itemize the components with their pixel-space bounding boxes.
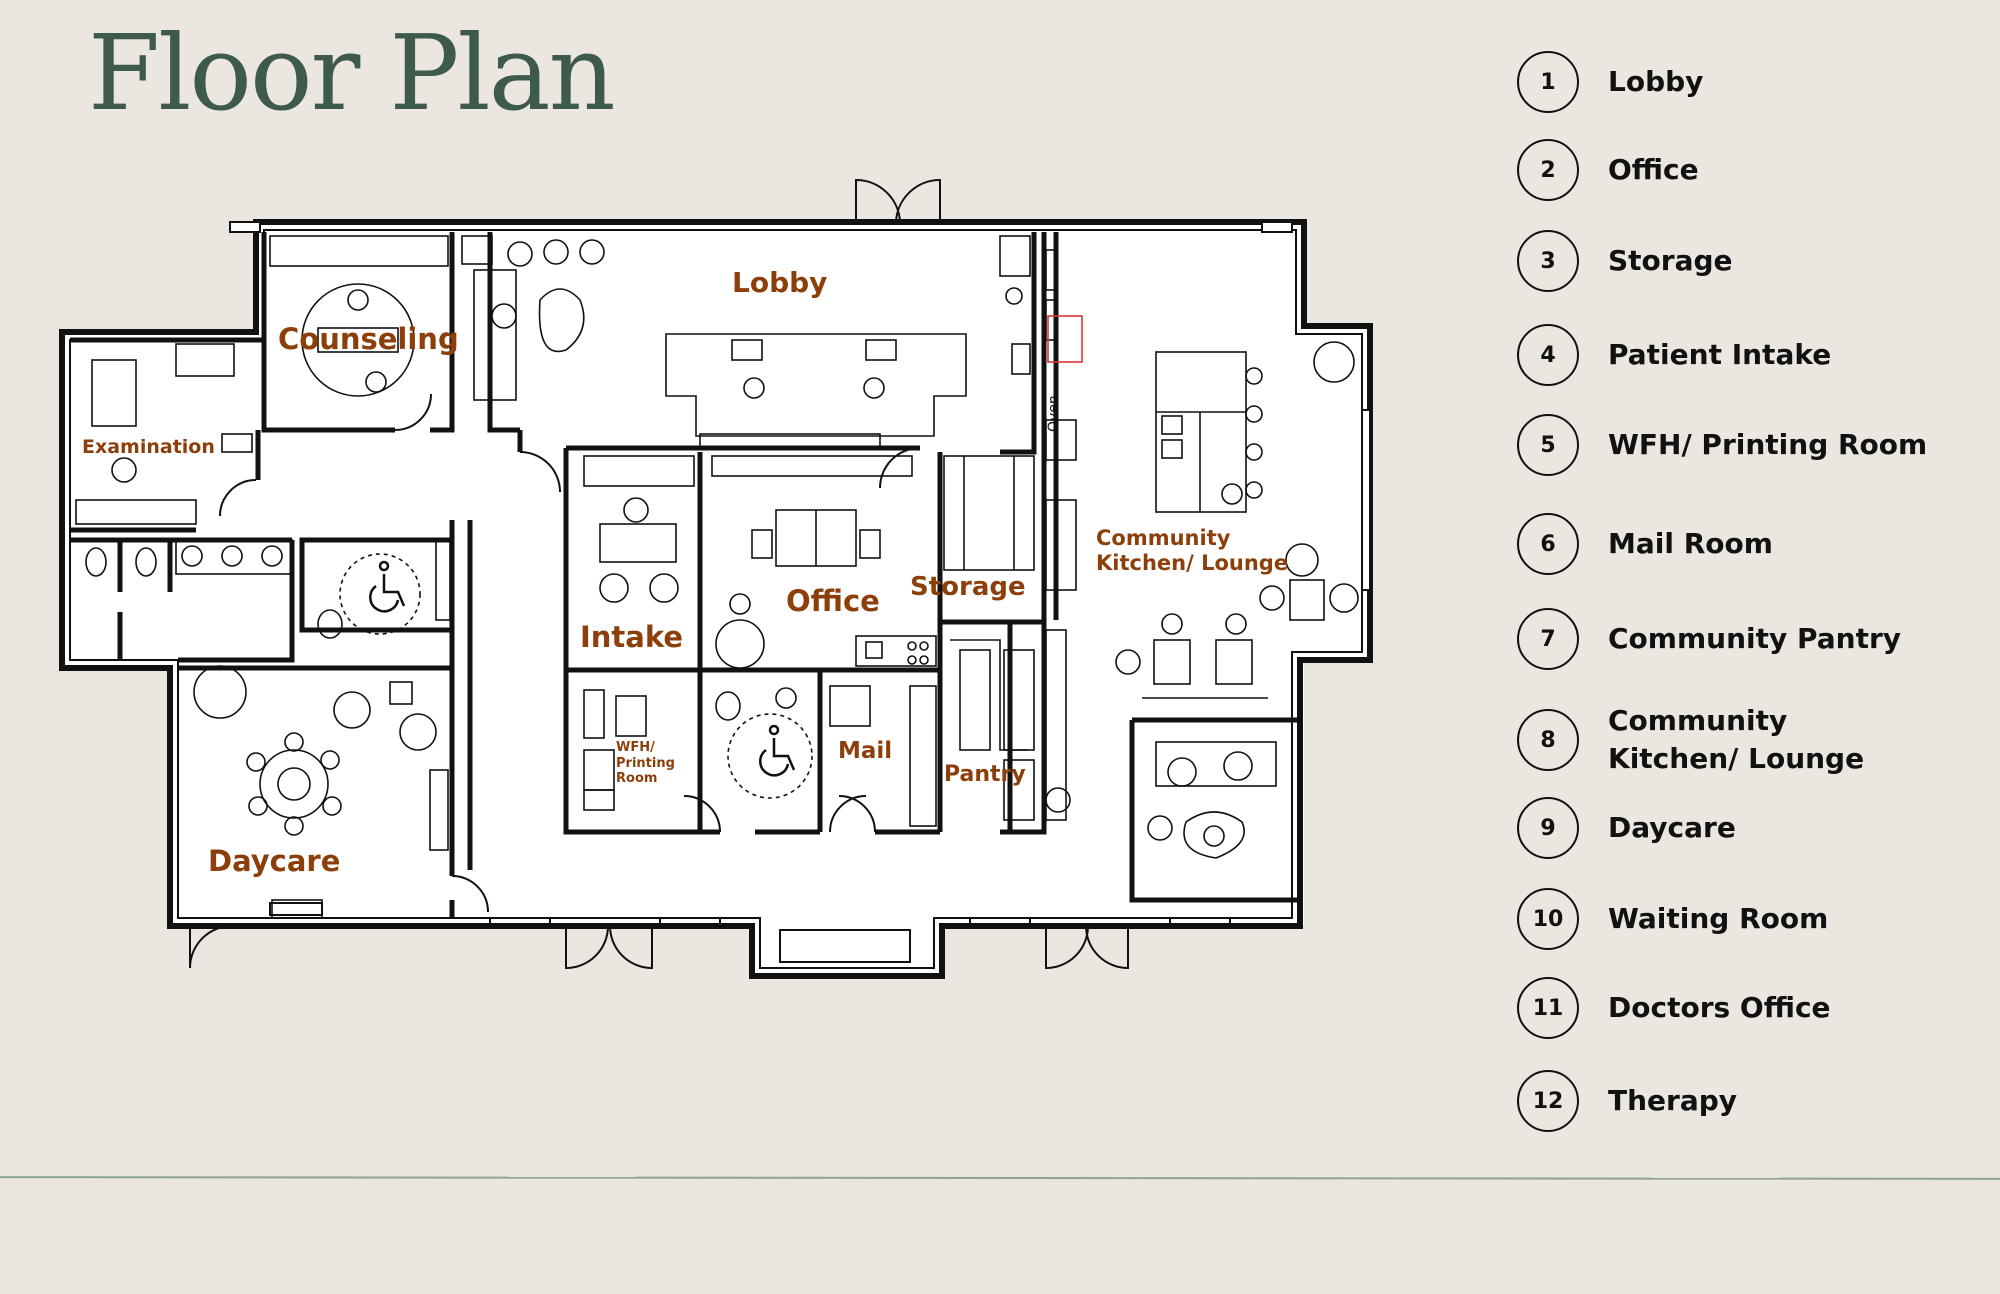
exterior-walls-inner xyxy=(69,229,1363,969)
room-label-daycare: Daycare xyxy=(208,844,341,878)
legend-label: Patient Intake xyxy=(1608,338,1832,372)
legend-label: Lobby xyxy=(1608,65,1704,99)
legend-label: Storage xyxy=(1608,244,1733,278)
legend-label: Community Kitchen/ Lounge xyxy=(1608,704,1865,775)
legend-item: 5 WFH/ Printing Room xyxy=(1517,414,1977,484)
room-label-pantry: Pantry xyxy=(944,762,1026,787)
legend-label: Office xyxy=(1608,153,1699,187)
legend-item: 2 Office xyxy=(1517,139,1977,209)
legend-number-badge: 9 xyxy=(1517,797,1579,859)
legend-number-badge: 1 xyxy=(1517,51,1579,113)
room-label-examination: Examination xyxy=(82,436,215,458)
legend-item: 6 Mail Room xyxy=(1517,513,1977,583)
legend-number-badge: 11 xyxy=(1517,977,1579,1039)
legend-label: Mail Room xyxy=(1608,527,1773,561)
legend-label: WFH/ Printing Room xyxy=(1608,428,1928,462)
legend-item: 3 Storage xyxy=(1517,230,1977,300)
legend-number-badge: 3 xyxy=(1517,230,1579,292)
exterior-walls xyxy=(59,219,1373,979)
legend-item: 11 Doctors Office xyxy=(1517,977,1977,1047)
accessibility-icon xyxy=(759,724,796,777)
room-label-intake: Intake xyxy=(580,620,684,654)
legend-item: 1 Lobby xyxy=(1517,51,1977,121)
furniture xyxy=(75,235,1359,919)
accessibility-icon xyxy=(369,560,406,613)
door-swings xyxy=(189,178,1129,970)
room-label-lobby: Lobby xyxy=(732,266,828,299)
legend-item: 8 Community Kitchen/ Lounge xyxy=(1517,704,1977,779)
legend-label: Community Pantry xyxy=(1608,622,1902,656)
legend-label: Therapy xyxy=(1608,1084,1738,1118)
legend-number-badge: 2 xyxy=(1517,139,1579,201)
legend-item: 9 Daycare xyxy=(1517,797,1977,867)
legend-number-badge: 10 xyxy=(1517,888,1579,950)
legend-label: Waiting Room xyxy=(1608,902,1829,936)
page-title: Floor Plan xyxy=(88,12,616,134)
legend-number-badge: 7 xyxy=(1517,608,1579,670)
room-label-storage: Storage xyxy=(910,572,1026,602)
legend-item: 12 Therapy xyxy=(1517,1070,1977,1140)
legend-number-badge: 8 xyxy=(1517,709,1579,771)
legend-number-badge: 5 xyxy=(1517,414,1579,476)
room-label-mail: Mail xyxy=(838,738,893,764)
legend-item: 7 Community Pantry xyxy=(1517,608,1977,678)
interior-walls xyxy=(70,232,1300,918)
room-label-counseling: Counseling xyxy=(278,322,459,356)
legend-number-badge: 4 xyxy=(1517,324,1579,386)
legend-label: Doctors Office xyxy=(1608,991,1831,1025)
legend-item: 4 Patient Intake xyxy=(1517,324,1977,394)
room-label-community-kitchen: Community Kitchen/ Lounge xyxy=(1096,526,1289,576)
legend-number-badge: 6 xyxy=(1517,513,1579,575)
legend-item: 10 Waiting Room xyxy=(1517,888,1977,958)
room-label-wfh: WFH/ Printing Room xyxy=(616,740,675,787)
room-label-office: Office xyxy=(786,584,880,618)
legend-number-badge: 12 xyxy=(1517,1070,1579,1132)
windows xyxy=(229,221,1371,963)
oven-label: Oven xyxy=(1046,395,1062,432)
legend-label: Daycare xyxy=(1608,811,1736,845)
